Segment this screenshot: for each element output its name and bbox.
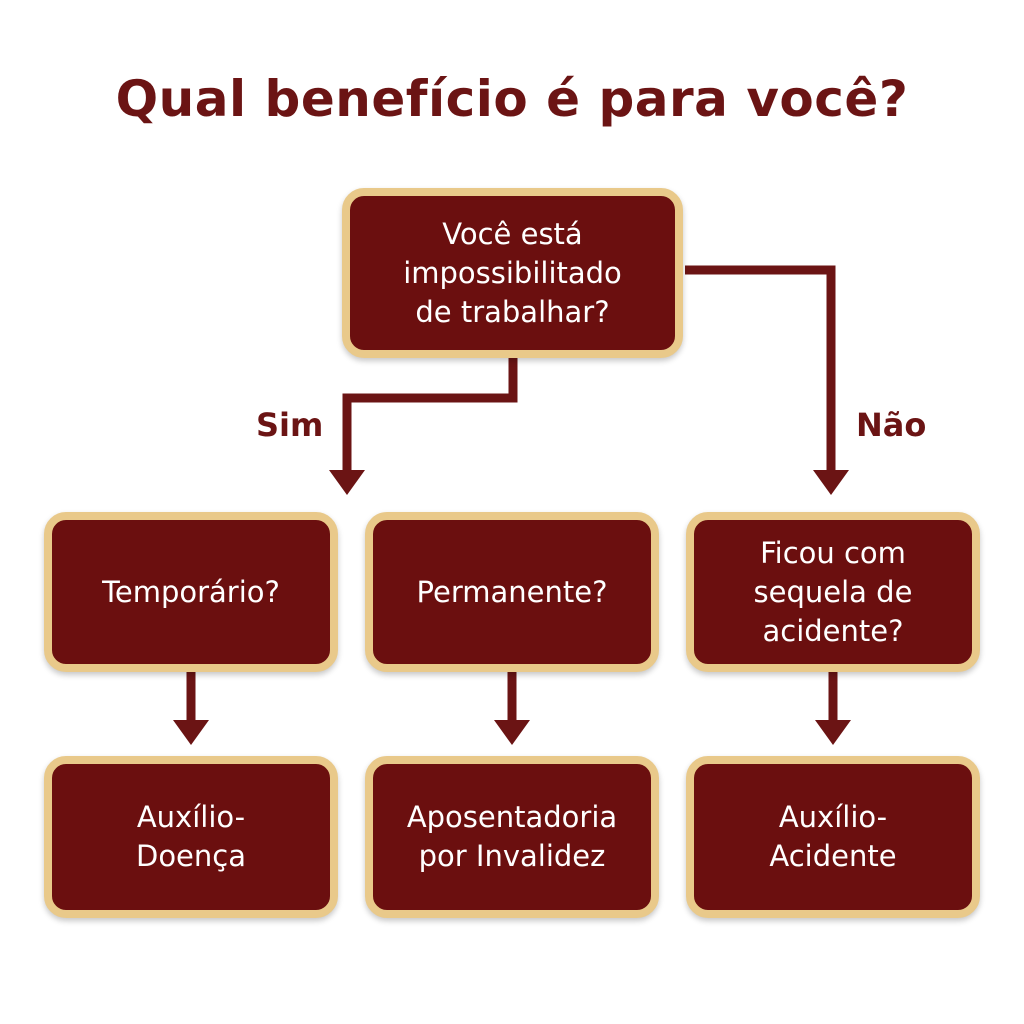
connector-nao [685,265,836,472]
arrowhead-sim [329,470,365,495]
temporary-box: Temporário? [44,512,338,672]
arrowhead-permanent [494,720,530,745]
question-box: Você está impossibilitado de trabalhar? [342,188,683,358]
connector-sim [342,356,518,472]
accident-benefit-text: Auxílio- Acidente [769,800,897,873]
page-title: Qual benefício é para você? [115,70,909,128]
arrowhead-temporary [173,720,209,745]
permanent-text: Permanente? [416,574,608,609]
sickness-benefit-text: Auxílio- Doença [135,800,246,873]
permanent-box: Permanente? [365,512,659,672]
disability-retirement-box: Aposentadoria por Invalidez [365,756,659,918]
sickness-benefit-box: Auxílio- Doença [44,756,338,918]
temporary-text: Temporário? [102,574,280,609]
branch-label-nao: Não [856,406,927,444]
branch-label-sim: Sim [256,406,324,444]
arrowhead-nao [813,470,849,495]
disability-retirement-text: Aposentadoria por Invalidez [406,800,618,873]
accident-sequel-text: Ficou com sequela de acidente? [753,535,913,648]
question-text: Você está impossibilitado de trabalhar? [403,216,622,329]
accident-sequel-box: Ficou com sequela de acidente? [686,512,980,672]
arrowhead-sequel [815,720,851,745]
accident-benefit-box: Auxílio- Acidente [686,756,980,918]
